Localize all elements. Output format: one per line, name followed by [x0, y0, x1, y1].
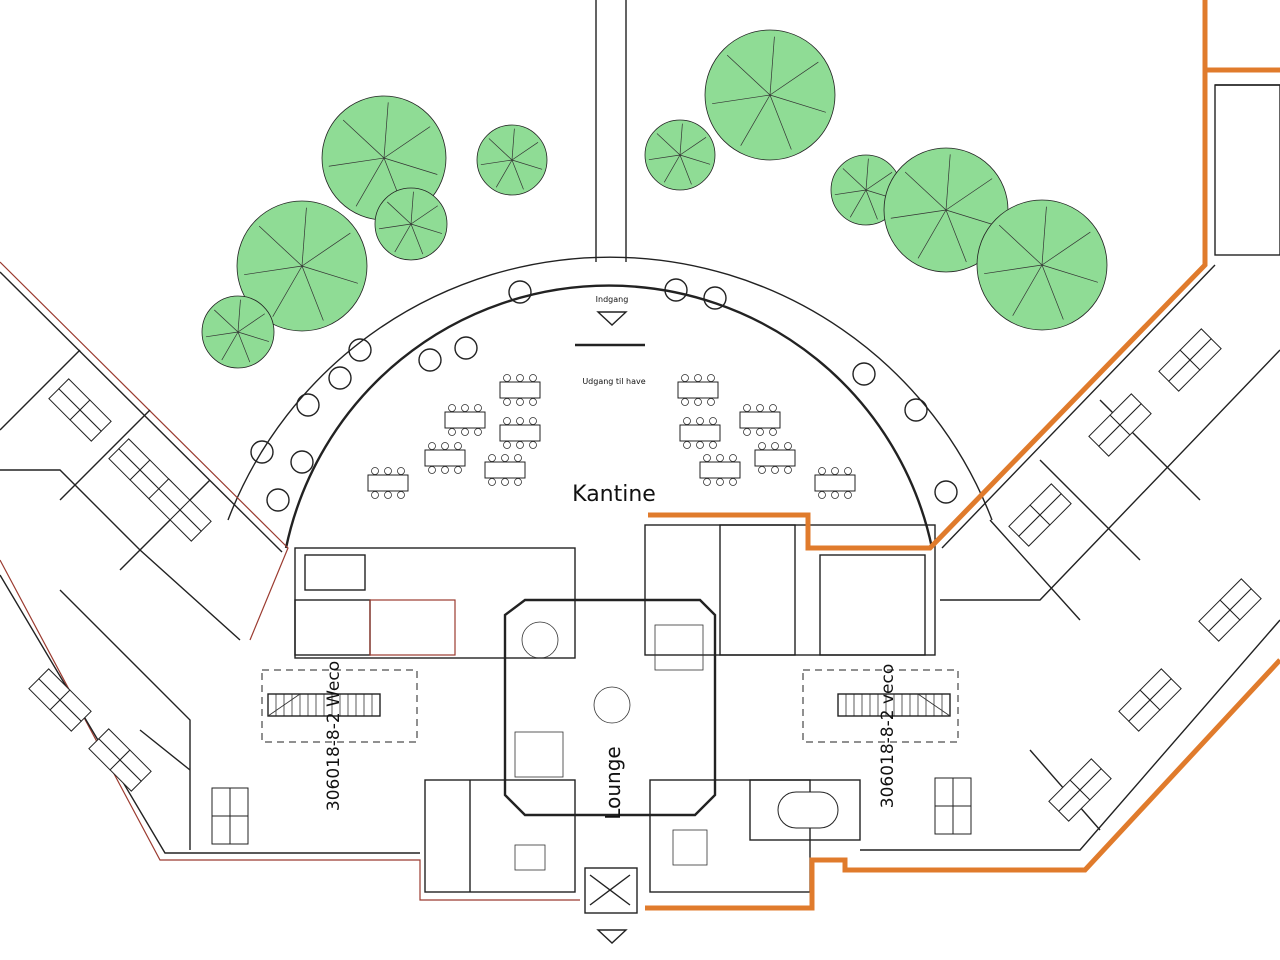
canteen-table [754, 442, 796, 474]
lounge-area [503, 311, 717, 944]
desk-cluster [1008, 483, 1072, 547]
tree-icon [704, 29, 836, 161]
entrance-path [595, 0, 627, 262]
desk-cluster [1158, 328, 1222, 392]
round-table [348, 338, 372, 362]
stair-right-label: 306018-8-2 veco [878, 664, 898, 808]
terrace-round-tables [250, 278, 958, 512]
canteen-table [814, 467, 856, 499]
canteen-table [367, 467, 409, 499]
round-table [664, 278, 688, 302]
desk-cluster [48, 378, 112, 442]
round-table [508, 280, 532, 304]
canteen-table [699, 454, 741, 486]
canteen-table [424, 442, 466, 474]
canteen-table [679, 417, 721, 449]
tree-icon [830, 154, 902, 226]
tree-icon [644, 119, 716, 191]
tree-icon [374, 187, 448, 261]
round-table [266, 488, 290, 512]
tree-icon [976, 199, 1108, 331]
desk-cluster [211, 787, 249, 845]
canteen-table [739, 404, 781, 436]
canteen-terrace [227, 256, 993, 549]
canteen-table [677, 374, 719, 406]
desk-cluster [1088, 393, 1152, 457]
desk-cluster [1198, 578, 1262, 642]
tree-icon [236, 200, 368, 332]
desk-cluster [88, 728, 152, 792]
trees [201, 29, 1108, 369]
stair-left-label: 306018-8-2 Weco [324, 661, 344, 811]
tree-icon [201, 295, 275, 369]
canteen-table [499, 417, 541, 449]
office-desks [28, 328, 1262, 845]
round-table [703, 286, 727, 310]
round-table [454, 336, 478, 360]
desk-cluster [28, 668, 92, 732]
round-table [290, 450, 314, 474]
round-table [296, 393, 320, 417]
lounge-label: Lounge [601, 746, 625, 819]
desk-cluster [1118, 668, 1182, 732]
desk-cluster [934, 777, 972, 835]
canteen-label: Kantine [572, 482, 656, 507]
desk-cluster [1048, 758, 1112, 822]
garden-exit-label: Udgang til have [582, 377, 645, 386]
right-wing [644, 0, 1280, 911]
round-table [852, 362, 876, 386]
right-stair [802, 669, 959, 743]
round-table [904, 398, 928, 422]
round-table [250, 440, 274, 464]
desk-cluster [108, 438, 172, 502]
desk-cluster [148, 478, 212, 542]
canteen-tables [367, 374, 856, 499]
canteen-table [484, 454, 526, 486]
tree-icon [476, 124, 548, 196]
round-table [934, 480, 958, 504]
left-stair [261, 669, 418, 743]
left-wing [0, 261, 580, 901]
round-table [418, 348, 442, 372]
round-table [328, 366, 352, 390]
canteen-table [499, 374, 541, 406]
canteen-table [444, 404, 486, 436]
entrance-label: Indgang [596, 295, 629, 304]
